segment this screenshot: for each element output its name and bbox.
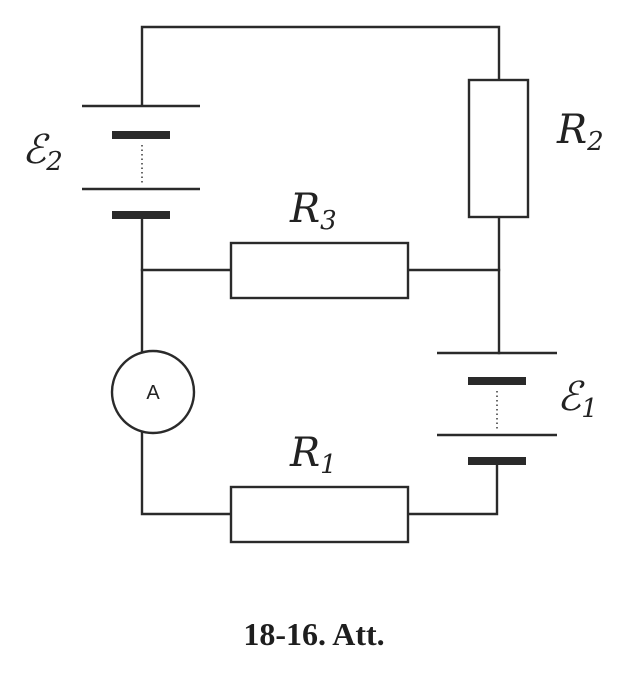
label-r1-symbol: R (289, 430, 320, 476)
resistor-r2 (467, 78, 530, 219)
wires (140, 25, 501, 516)
label-r1: R1 (289, 430, 337, 480)
label-r3-symbol: R (289, 186, 320, 232)
label-r2: R2 (556, 107, 604, 157)
label-r2-symbol: R (556, 107, 587, 153)
resistor-r1 (229, 485, 410, 544)
ammeter: A (110, 349, 196, 435)
label-r1-sub: 1 (320, 450, 337, 480)
battery-emf2 (82, 104, 200, 219)
label-r3: R3 (289, 186, 337, 236)
ammeter-label: A (146, 382, 160, 404)
top-wire (140, 25, 501, 107)
label-emf2-symbol: ℰ (22, 127, 50, 173)
ammeter-circle (110, 349, 196, 435)
label-emf1-symbol: ℰ (557, 374, 585, 420)
label-emf1-sub: 1 (581, 394, 598, 424)
label-r2-sub: 2 (586, 127, 604, 157)
label-emf2: ℰ2 (22, 127, 63, 177)
label-emf2-sub: 2 (45, 147, 63, 177)
bottom-right-wire (406, 460, 499, 516)
battery-emf1 (437, 351, 557, 465)
label-r3-sub: 3 (320, 206, 337, 236)
figure-caption: 18-16. Att. (243, 616, 385, 652)
resistor-r3 (229, 241, 410, 300)
label-emf1: ℰ1 (557, 374, 598, 424)
bottom-left-wire (140, 430, 233, 516)
